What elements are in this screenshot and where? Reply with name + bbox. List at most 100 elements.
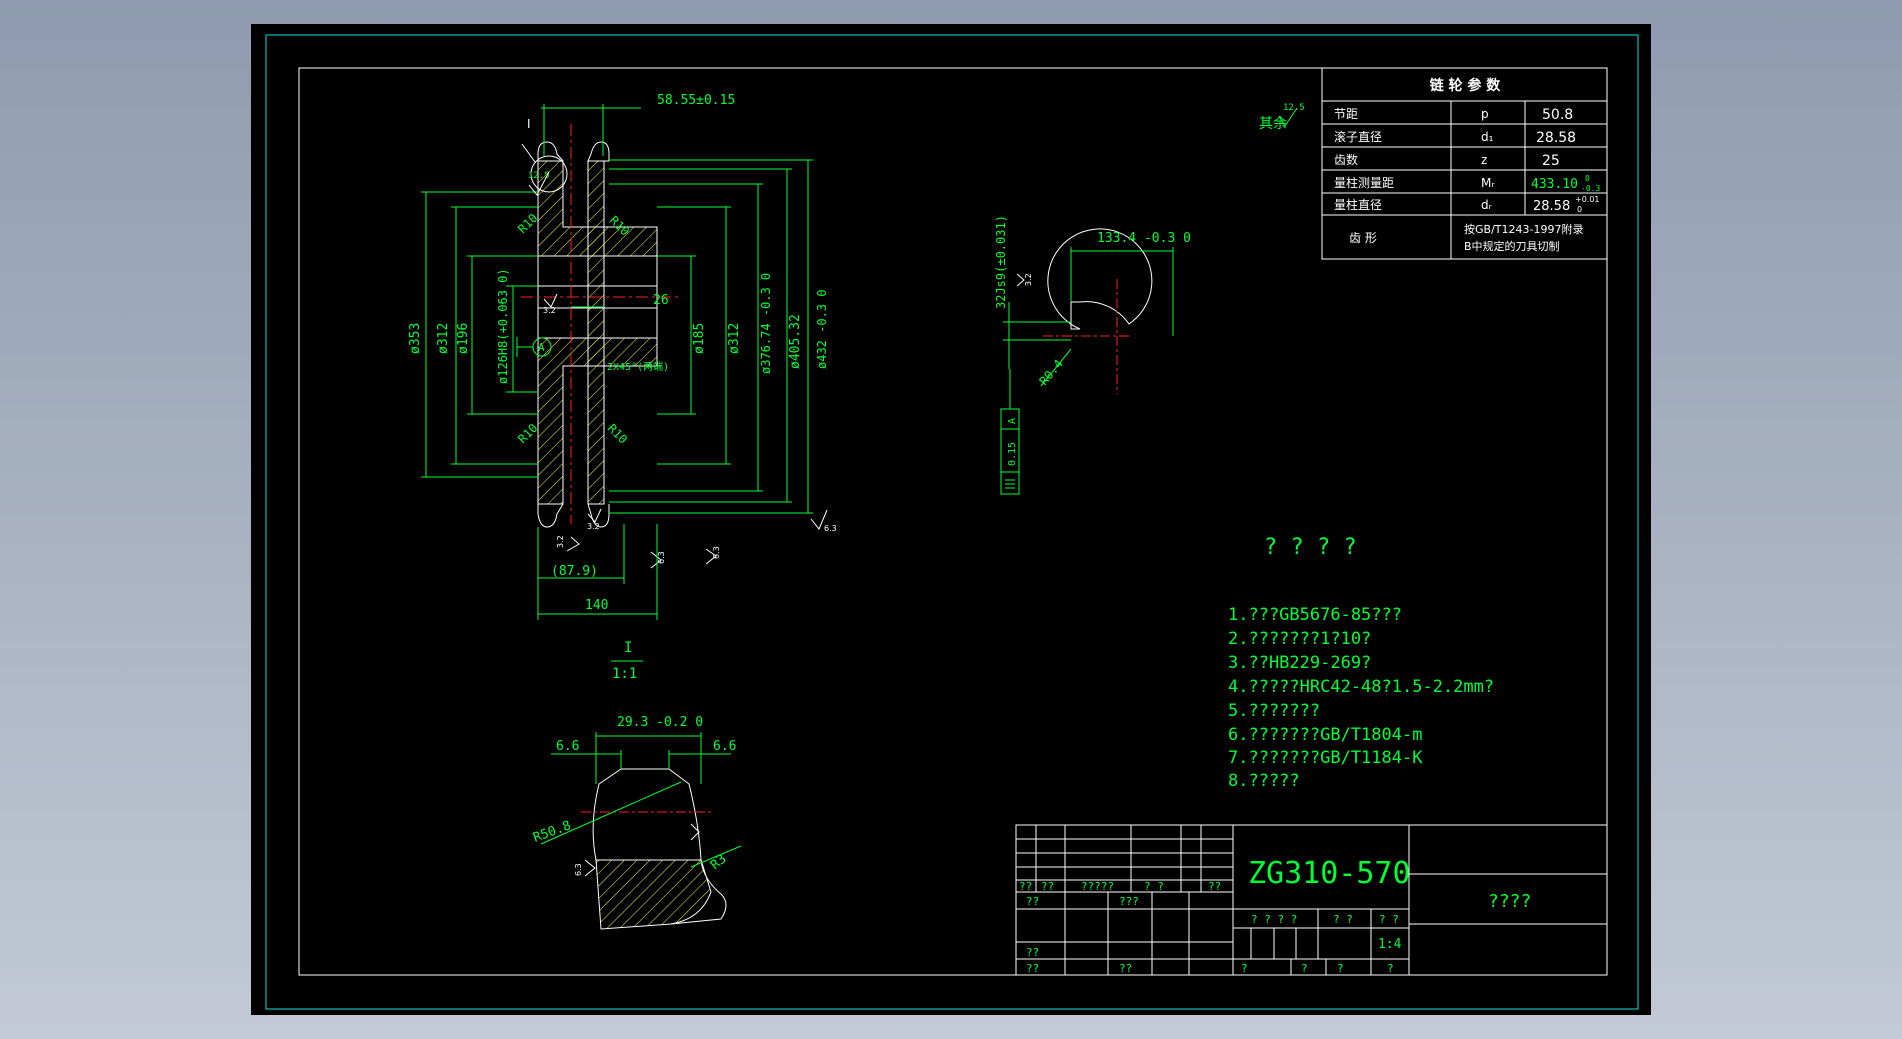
note-item-2: 2.???????1?10? <box>1228 629 1371 649</box>
tb-mid-3: ? ? <box>1379 913 1399 926</box>
row-measure-name: 量柱测量距 <box>1334 175 1394 190</box>
tb-label-5: ?? <box>1208 880 1221 893</box>
rough-c: 3.2 <box>556 535 565 548</box>
note-item-3: 3.??HB229-269? <box>1228 653 1371 673</box>
tb-label-9: ?? <box>1026 962 1039 975</box>
tb-label-3: ????? <box>1081 880 1114 893</box>
scale-label: 1:4 <box>1378 937 1402 952</box>
dim-dia-196: ø196 <box>456 323 471 354</box>
row-pin-tol-up: +0.01 <box>1575 195 1600 204</box>
row-measure-symbol: Mᵣ <box>1481 176 1495 190</box>
tol-datum: A <box>1007 418 1018 424</box>
note-item-6: 6.???????GB/T1804-m <box>1228 725 1422 745</box>
inner-frame <box>298 67 1608 976</box>
dim-6-6-left: 6.6 <box>556 739 579 754</box>
dim-dia-bore: ø126H8(+0.063 0) <box>496 268 510 384</box>
tb-mid-2: ? ? <box>1333 913 1353 926</box>
radius-r3: R3 <box>708 852 730 874</box>
row-measure-tol-up: 0 <box>1585 174 1590 183</box>
row-roller-name: 滚子直径 <box>1334 129 1382 144</box>
tb-label-1: ?? <box>1019 880 1032 893</box>
radius-r10-bottom-right: R10 <box>605 421 630 446</box>
radius-r10-top-left: R10 <box>515 211 540 236</box>
rough-f: 6.3 <box>712 546 721 559</box>
radius-r10-bottom-left: R10 <box>515 421 540 446</box>
note-item-1: 1.???GB5676-85??? <box>1228 605 1402 625</box>
rough-a: 3.2 <box>543 306 556 315</box>
row-pitch-symbol: p <box>1481 107 1489 121</box>
dim-dia-405: ø405.32 <box>788 314 803 369</box>
hub-keyway-view: 133.4 -0.3 0 32Js9(±0.031) 3.2 R0.4 A 0.… <box>994 215 1191 495</box>
detail-marker-label: I <box>527 117 531 131</box>
detail-scale: 1:1 <box>612 666 637 682</box>
row-pin-value: 28.58 <box>1533 199 1570 214</box>
notes-header: ? ? ? ? <box>1264 535 1357 560</box>
dim-dia-353: ø353 <box>408 323 423 354</box>
row-teeth-name: 齿数 <box>1334 152 1358 167</box>
dim-29-3: 29.3 -0.2 0 <box>617 715 703 730</box>
tb-label-6: ?? <box>1026 895 1039 908</box>
detail-circle <box>530 155 568 193</box>
row-roller-value: 28.58 <box>1536 130 1576 146</box>
tb-label-7: ??? <box>1119 895 1139 908</box>
tb-bottom-4: ? <box>1387 962 1394 975</box>
title-block: ZG310-570 ???? 1:4 ?? ?? ????? ? ? ?? ??… <box>1015 824 1608 976</box>
dim-6-6-right: 6.6 <box>713 739 736 754</box>
note-item-5: 5.??????? <box>1228 701 1320 721</box>
tb-mid-1: ? ? ? ? <box>1251 913 1297 926</box>
dim-58-55: 58.55±0.15 <box>657 93 735 108</box>
dim-140: 140 <box>585 598 608 613</box>
row-profile-name: 齿 形 <box>1349 231 1377 245</box>
detail-title: I <box>624 640 632 656</box>
dim-133-4: 133.4 -0.3 0 <box>1097 231 1191 246</box>
note-item-8: 8.????? <box>1228 771 1300 791</box>
tb-label-8: ?? <box>1026 946 1039 959</box>
company-label: ???? <box>1488 891 1531 912</box>
note-item-4: 4.?????HRC42-48?1.5-2.2mm? <box>1228 677 1494 697</box>
detail-rough-left: 6.3 <box>574 863 583 876</box>
cad-drawing: 链 轮 参 数 节距 滚子直径 齿数 量柱测量距 量柱直径 p d₁ z Mᵣ … <box>265 34 1639 1010</box>
tb-bottom-2: ? <box>1301 962 1308 975</box>
row-pin-tol-low: 0 <box>1577 205 1582 214</box>
row-profile-text-1: 按GB/T1243-1997附录 <box>1464 222 1583 236</box>
tb-bottom-1: ? <box>1241 962 1248 975</box>
row-pin-symbol: dᵣ <box>1481 198 1493 212</box>
datum-a-label: A <box>538 341 545 354</box>
tb-label-4: ? ? <box>1144 880 1164 893</box>
detail-hatch <box>595 859 712 930</box>
row-roller-symbol: d₁ <box>1481 130 1494 144</box>
general-roughness-note: 其余 12.5 <box>1259 103 1305 132</box>
web-hatch <box>587 160 605 505</box>
chain-parameter-table: 链 轮 参 数 节距 滚子直径 齿数 量柱测量距 量柱直径 p d₁ z Mᵣ … <box>1321 67 1608 260</box>
row-teeth-value: 25 <box>1542 153 1560 169</box>
tb-label-2: ?? <box>1041 880 1054 893</box>
material-label: ZG310-570 <box>1248 856 1411 891</box>
row-measure-value: 433.10 <box>1531 177 1578 192</box>
dim-32js9: 32Js9(±0.031) <box>994 215 1008 309</box>
roughness-value: 12.5 <box>1283 103 1305 113</box>
tb-bottom-3: ? <box>1337 962 1344 975</box>
technical-notes: ? ? ? ? 1.???GB5676-85??? 2.???????1?10?… <box>1228 535 1494 791</box>
main-section-view: I ø353 ø312 ø196 ø126H8(+0.063 0) ø185 ø… <box>408 93 837 620</box>
tb-label-10: ?? <box>1119 962 1132 975</box>
radius-r50-8: R50.8 <box>531 818 573 845</box>
dim-dia-312b: ø312 <box>727 323 742 354</box>
dim-dia-312a: ø312 <box>436 323 451 354</box>
rough-b: 3.2 <box>587 522 600 531</box>
row-pitch-name: 节距 <box>1334 107 1358 121</box>
tol-value: 0.15 <box>1007 442 1018 466</box>
dim-dia-185: ø185 <box>692 323 707 354</box>
outer-frame <box>265 34 1639 1010</box>
row-pitch-value: 50.8 <box>1542 107 1573 123</box>
drawing-sheet: 链 轮 参 数 节距 滚子直径 齿数 量柱测量距 量柱直径 p d₁ z Mᵣ … <box>251 24 1651 1015</box>
note-item-7: 7.???????GB/T1184-K <box>1228 748 1423 768</box>
row-teeth-symbol: z <box>1481 153 1487 167</box>
row-measure-tol-low: -0.3 <box>1581 184 1600 193</box>
roughness-top-left: 12.5 <box>528 171 550 181</box>
dim-26: 26 <box>653 293 669 308</box>
chamfer-note: 2X45°(两端) <box>607 360 669 373</box>
dim-dia-376: ø376.74 -0.3 0 <box>759 273 773 374</box>
table-title: 链 轮 参 数 <box>1430 77 1502 94</box>
hub-roughness: 3.2 <box>1024 273 1033 286</box>
rough-e: 6.3 <box>657 551 666 564</box>
